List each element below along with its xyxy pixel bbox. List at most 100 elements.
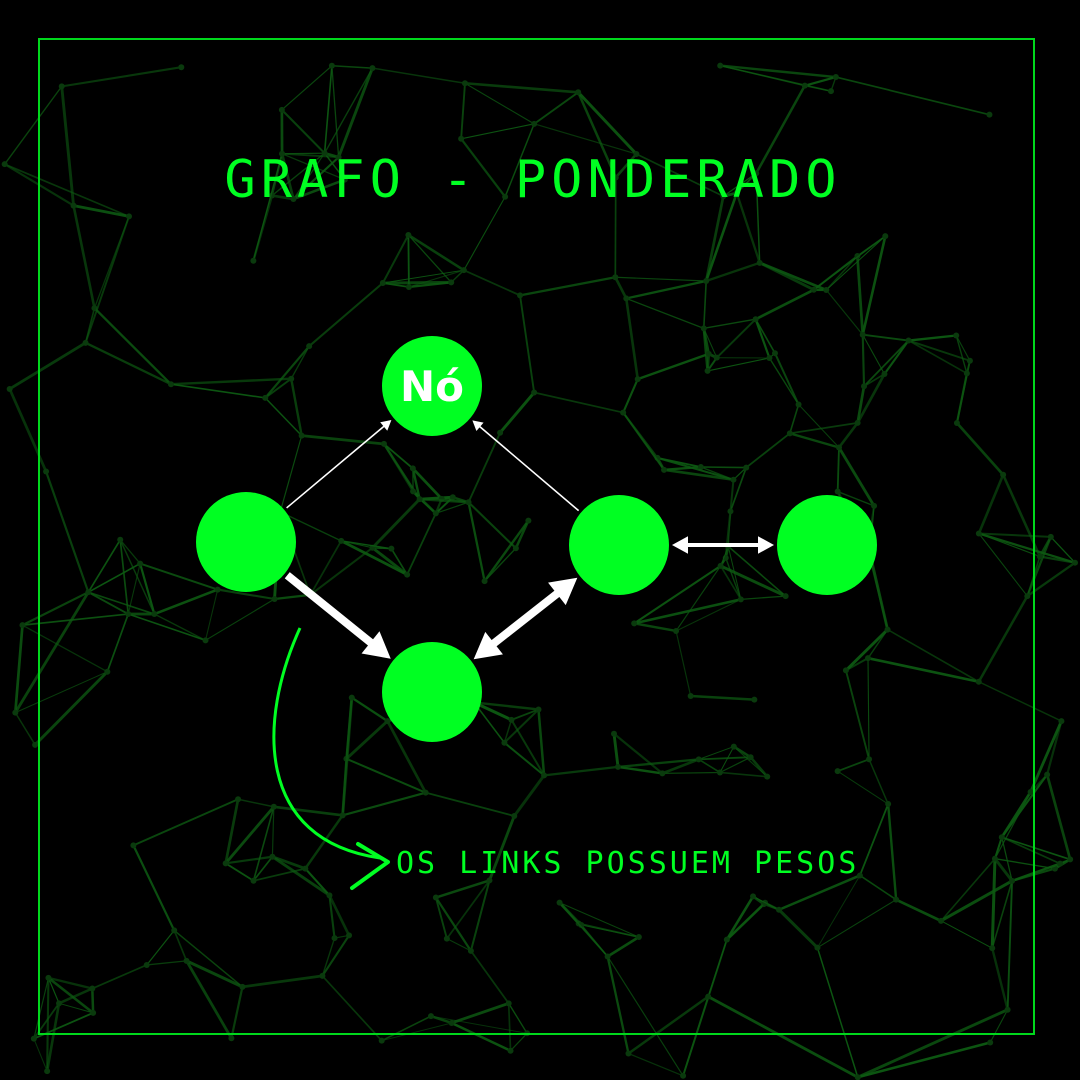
mesh-dot [117,536,124,543]
mesh-line [371,498,421,549]
mesh-line [88,591,155,615]
mesh-dot [422,789,429,796]
mesh-dot [298,432,305,439]
mesh-line [146,930,175,966]
mesh-line [185,959,244,989]
mesh-line [34,670,109,746]
mesh-line [993,857,1014,882]
mesh-line [755,85,806,174]
mesh-dot [460,267,467,274]
mesh-line [622,378,639,414]
mesh-dot [427,1013,434,1020]
mesh-dot [795,401,802,408]
mesh-line [321,937,336,977]
mesh-line [749,756,769,778]
mesh-dot [44,1068,51,1075]
mesh-dot [786,430,793,437]
mesh-dot [989,945,996,952]
mesh-line [139,562,218,591]
mesh-dot [379,280,386,287]
mesh-line [469,880,491,952]
mesh-line [543,765,619,777]
mesh-line [463,196,506,271]
mesh-line [1000,791,1032,838]
mesh-dot [747,754,754,761]
mesh-line [106,613,130,673]
mesh-line [390,548,408,576]
mesh-line [1050,536,1076,564]
mesh-dot [1072,559,1079,566]
mesh-dot [461,80,468,87]
mesh-line [87,562,141,593]
mesh-dot [125,611,132,618]
mesh-dot [623,295,630,302]
mesh-line [675,598,742,632]
mesh-line [789,432,840,449]
mesh-line [844,628,889,672]
mesh-line [87,539,121,593]
mesh-line [4,163,130,218]
mesh-line [58,1002,94,1014]
mesh-line [719,756,751,774]
mesh-dot [228,1035,235,1042]
mesh-line [511,708,539,721]
mesh-line [729,467,748,512]
mesh-line [430,1014,453,1025]
mesh-dot [673,627,680,634]
mesh-dot [687,693,694,700]
mesh-dot [905,337,912,344]
mesh-line [607,956,684,1077]
mesh-line [733,745,752,759]
mesh-line [323,152,346,181]
mesh-line [271,855,331,897]
mesh-dot [631,620,638,627]
mesh-line [994,791,1032,859]
mesh-line [225,862,254,882]
mesh-dot [458,135,465,142]
mesh-line [290,378,303,436]
node-circle [196,492,296,592]
edge-line [477,424,580,512]
mesh-line [328,895,336,939]
mesh-line [837,758,870,773]
mesh-line [87,591,129,615]
mesh-line [382,280,452,285]
mesh-line [633,565,722,625]
mesh-dot [82,339,89,346]
mesh-dot [1058,718,1065,725]
mesh-line [867,629,889,659]
mesh-line [504,123,535,198]
mesh-dot [214,586,221,593]
mesh-line [1001,837,1013,882]
mesh-line [577,91,617,179]
mesh-line [636,153,724,198]
mesh-line [719,746,735,773]
mesh-dot [369,65,376,72]
mesh-line [14,591,90,714]
mesh-dot [695,756,702,763]
mesh-dot [720,193,727,200]
mesh-line [48,976,93,990]
mesh-dot [481,578,488,585]
mesh-line [993,836,1003,859]
mesh-line [237,798,274,808]
pointer-chevron-icon [350,842,390,890]
mesh-line [304,814,344,870]
mesh-dot [202,637,209,644]
mesh-line [435,879,490,899]
mesh-dot [612,274,619,281]
mesh-line [381,1022,452,1042]
mesh-dot [19,622,26,629]
mesh-line [328,894,351,937]
mesh-line [252,153,283,261]
mesh-dot [697,463,704,470]
mesh-line [8,388,48,473]
mesh-line [883,339,910,375]
mesh-dot [704,367,711,374]
mesh-line [61,66,182,88]
mesh-dot [30,1035,37,1042]
mesh-line [895,898,942,923]
mesh-line [337,67,374,158]
mesh-line [386,720,427,794]
edge-bottom-right [473,577,578,660]
